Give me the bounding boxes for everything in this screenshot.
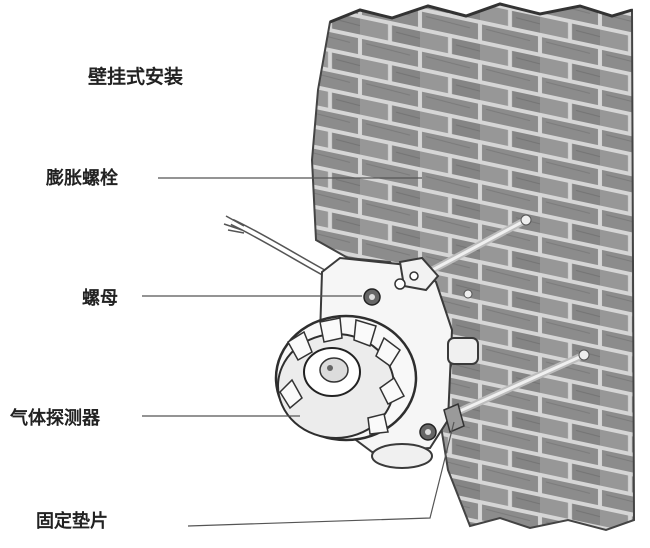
cable [223, 215, 332, 280]
label-nut: 螺母 [82, 288, 118, 309]
leader-washer [187, 421, 455, 527]
label-expansion-bolt: 膨胀螺栓 [46, 168, 118, 189]
label-fixing-washer: 固定垫片 [36, 511, 108, 532]
gas-detector [274, 256, 479, 469]
fixing-washer [443, 402, 465, 434]
leader-lines [142, 177, 455, 527]
nut-upper [363, 288, 381, 306]
label-gas-detector: 气体探测器 [10, 408, 100, 429]
nut-lower [419, 423, 437, 441]
diagram-title: 壁挂式安装 [88, 66, 184, 88]
